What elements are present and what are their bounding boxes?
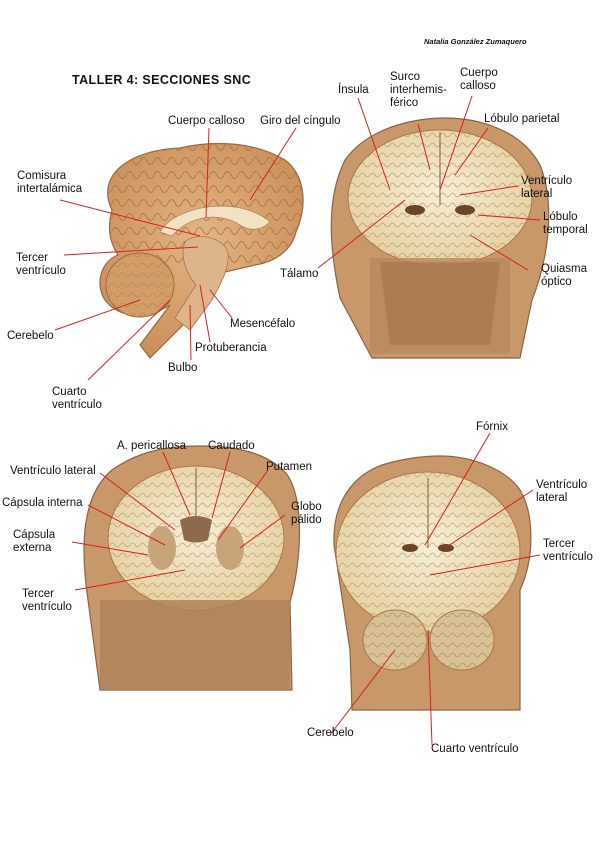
label-globo-palido: Globo pálido	[291, 501, 322, 527]
label-protuberancia: Protuberancia	[195, 342, 267, 355]
label-line: calloso	[460, 80, 498, 93]
label-capsula-interna: Cápsula interna	[2, 497, 83, 510]
label-line: Ventrículo	[521, 175, 572, 188]
label-line: lateral	[536, 492, 587, 505]
label-line: pálido	[291, 514, 322, 527]
label-lobulo-parietal: Lóbulo parietal	[484, 113, 559, 126]
label-line: Ventrículo	[536, 479, 587, 492]
label-line: Tercer	[16, 252, 66, 265]
label-mesencefalo: Mesencéfalo	[230, 318, 295, 331]
label-insula: Ínsula	[338, 84, 369, 97]
label-cuarto-ventriculo-2: Cuarto ventrículo	[431, 743, 519, 756]
label-fornix: Fórnix	[476, 421, 508, 434]
label-quiasma-optico: Quiasma óptico	[541, 263, 587, 289]
label-line: ventrículo	[16, 265, 66, 278]
label-ventriculo-lateral-3: Ventrículo lateral	[536, 479, 587, 505]
label-tercer-ventriculo: Tercer ventrículo	[16, 252, 66, 278]
label-line: Tercer	[543, 538, 593, 551]
label-line: intertalámica	[17, 183, 82, 196]
label-line: Globo	[291, 501, 322, 514]
label-line: Cápsula	[13, 529, 55, 542]
coronal-section-3-image	[334, 456, 531, 710]
label-ventriculo-lateral: Ventrículo lateral	[521, 175, 572, 201]
label-comisura-intertalamica: Comisura intertalámica	[17, 170, 82, 196]
label-surco-interhemisferico: Surco interhemis- férico	[390, 71, 447, 110]
label-line: óptico	[541, 276, 587, 289]
label-line: Tercer	[22, 588, 72, 601]
label-line: Lóbulo	[543, 211, 588, 224]
label-ventriculo-lateral-2: Ventrículo lateral	[10, 465, 96, 478]
label-line: Comisura	[17, 170, 82, 183]
label-talamo: Tálamo	[280, 268, 318, 281]
label-line: Quiasma	[541, 263, 587, 276]
label-line: ventrículo	[52, 399, 102, 412]
label-line: Cuarto	[52, 386, 102, 399]
label-line: externa	[13, 542, 55, 555]
label-cerebelo-2: Cerebelo	[307, 727, 354, 740]
label-tercer-ventriculo-2: Tercer ventrículo	[22, 588, 72, 614]
label-cerebelo: Cerebelo	[7, 330, 54, 343]
label-line: ventrículo	[22, 601, 72, 614]
label-lobulo-temporal: Lóbulo temporal	[543, 211, 588, 237]
label-line: férico	[390, 97, 447, 110]
label-line: Surco	[390, 71, 447, 84]
label-bulbo: Bulbo	[168, 362, 197, 375]
label-line: temporal	[543, 224, 588, 237]
label-putamen: Putamen	[266, 461, 312, 474]
label-line: Cuerpo	[460, 67, 498, 80]
label-line: interhemis-	[390, 84, 447, 97]
coronal-section-1-image	[331, 118, 548, 358]
label-cuerpo-calloso-2: Cuerpo calloso	[460, 67, 498, 93]
label-capsula-externa: Cápsula externa	[13, 529, 55, 555]
label-tercer-ventriculo-3: Tercer ventrículo	[543, 538, 593, 564]
label-caudado: Caudado	[208, 440, 255, 453]
label-cuarto-ventriculo: Cuarto ventrículo	[52, 386, 102, 412]
label-a-pericallosa: A. pericallosa	[117, 440, 186, 453]
label-line: ventrículo	[543, 551, 593, 564]
label-line: lateral	[521, 188, 572, 201]
label-giro-cingulo: Giro del cíngulo	[260, 115, 341, 128]
label-cuerpo-calloso: Cuerpo calloso	[168, 115, 245, 128]
coronal-section-2-image	[84, 446, 300, 690]
